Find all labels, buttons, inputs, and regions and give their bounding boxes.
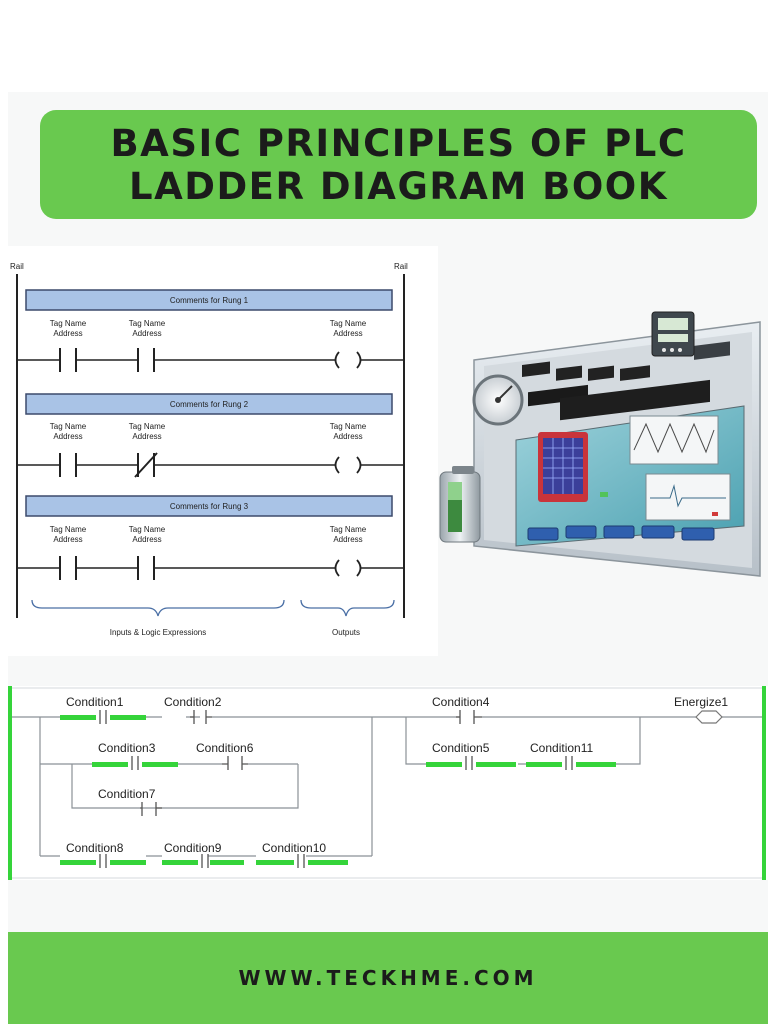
condition8-contact [60, 854, 146, 868]
condition8-label: Condition8 [66, 841, 124, 855]
top-display-bar [522, 341, 730, 421]
coil-icon [334, 351, 362, 369]
ladder-diagram-bottom-svg: Condition1 Condition2 Condition3 Conditi… [8, 686, 766, 880]
website-url: WWW.TECKHME.COM [238, 966, 538, 990]
condition6-label: Condition6 [196, 741, 254, 755]
rail-label-right: Rail [394, 262, 408, 271]
rung-comment-bar [25, 495, 393, 517]
ladder-diagram-bottom: Condition1 Condition2 Condition3 Conditi… [8, 686, 768, 880]
coil-icon [334, 559, 362, 577]
rung-1: Comments for Rung 1 Tag Name Address Tag… [17, 289, 404, 372]
rung-comment-bar [25, 393, 393, 415]
matrix-panel [538, 432, 588, 502]
condition7-contact [140, 802, 162, 816]
condition1-contact [60, 710, 146, 724]
condition3-label: Condition3 [98, 741, 156, 755]
condition11-label: Condition11 [530, 741, 593, 755]
pressure-gauge-icon [472, 374, 524, 426]
rung-comment: Comments for Rung 2 [170, 400, 249, 409]
condition4-label: Condition4 [432, 695, 490, 709]
condition9-label: Condition9 [164, 841, 222, 855]
condition2-contact [190, 710, 212, 724]
tag-name-label: Tag Name [50, 422, 87, 431]
tag-name-label: Tag Name [129, 525, 166, 534]
condition10-label: Condition10 [262, 841, 326, 855]
trend-chart-2 [645, 473, 731, 521]
condition7-label: Condition7 [98, 787, 156, 801]
panel-meter-icon [651, 311, 695, 357]
hmi-illustration-svg [439, 311, 761, 577]
address-label: Address [132, 535, 161, 544]
ladder-diagram-top-svg: Rail Rail Comments for Rung 1 Tag Name A… [10, 262, 408, 637]
rung-comment-bar [25, 289, 393, 311]
tag-name-label: Tag Name [330, 319, 367, 328]
rung-comment: Comments for Rung 3 [170, 502, 249, 511]
title-banner: BASIC PRINCIPLES OF PLC LADDER DIAGRAM B… [40, 110, 757, 219]
condition11-contact [526, 756, 616, 770]
rung-3: Comments for Rung 3 Tag Name Address Tag… [17, 495, 404, 580]
outputs-group-label: Outputs [332, 628, 360, 637]
inputs-group-label: Inputs & Logic Expressions [110, 628, 207, 637]
outputs-brace [300, 599, 395, 617]
hmi-buttons [527, 525, 715, 541]
left-power-rail [8, 686, 12, 880]
status-led [600, 492, 608, 497]
address-label: Address [53, 432, 82, 441]
energize1-coil-icon [695, 710, 723, 724]
address-label: Address [132, 432, 161, 441]
condition2-label: Condition2 [164, 695, 222, 709]
tag-name-label: Tag Name [50, 319, 87, 328]
tag-name-label: Tag Name [129, 422, 166, 431]
condition10-contact [256, 854, 348, 868]
condition5-contact [426, 756, 516, 770]
address-label: Address [53, 535, 82, 544]
tank-icon [439, 466, 481, 543]
inputs-brace [31, 599, 285, 617]
address-label: Address [132, 329, 161, 338]
ladder-diagram-top: Rail Rail Comments for Rung 1 Tag Name A… [8, 246, 438, 656]
condition6-contact [222, 756, 248, 770]
condition5-label: Condition5 [432, 741, 490, 755]
hmi-illustration [432, 300, 762, 580]
tag-name-label: Tag Name [50, 525, 87, 534]
trend-chart-1 [629, 415, 719, 465]
rail-label-left: Rail [10, 262, 24, 271]
title-line-2: LADDER DIAGRAM BOOK [129, 164, 668, 208]
address-label: Address [333, 432, 362, 441]
right-power-rail [762, 686, 766, 880]
footer-banner: WWW.TECKHME.COM [8, 932, 768, 1024]
contact-no-icon [59, 348, 77, 372]
address-label: Address [53, 329, 82, 338]
coil-icon [334, 456, 362, 474]
address-label: Address [333, 535, 362, 544]
address-label: Address [333, 329, 362, 338]
tag-name-label: Tag Name [330, 422, 367, 431]
energize1-label: Energize1 [674, 695, 728, 709]
condition1-label: Condition1 [66, 695, 124, 709]
contact-no-icon [59, 453, 77, 477]
condition3-contact [92, 756, 178, 770]
tag-name-label: Tag Name [129, 319, 166, 328]
tag-name-label: Tag Name [330, 525, 367, 534]
title-line-1: BASIC PRINCIPLES OF PLC [110, 121, 687, 165]
rung-2: Comments for Rung 2 Tag Name Address Tag… [17, 393, 404, 478]
condition4-contact [456, 710, 482, 724]
rung-comment: Comments for Rung 1 [170, 296, 249, 305]
contact-no-icon [137, 348, 155, 372]
contact-nc-icon [134, 452, 158, 478]
ladder-wiring [12, 716, 762, 857]
contact-no-icon [59, 556, 77, 580]
condition9-contact [162, 854, 244, 868]
contact-no-icon [137, 556, 155, 580]
